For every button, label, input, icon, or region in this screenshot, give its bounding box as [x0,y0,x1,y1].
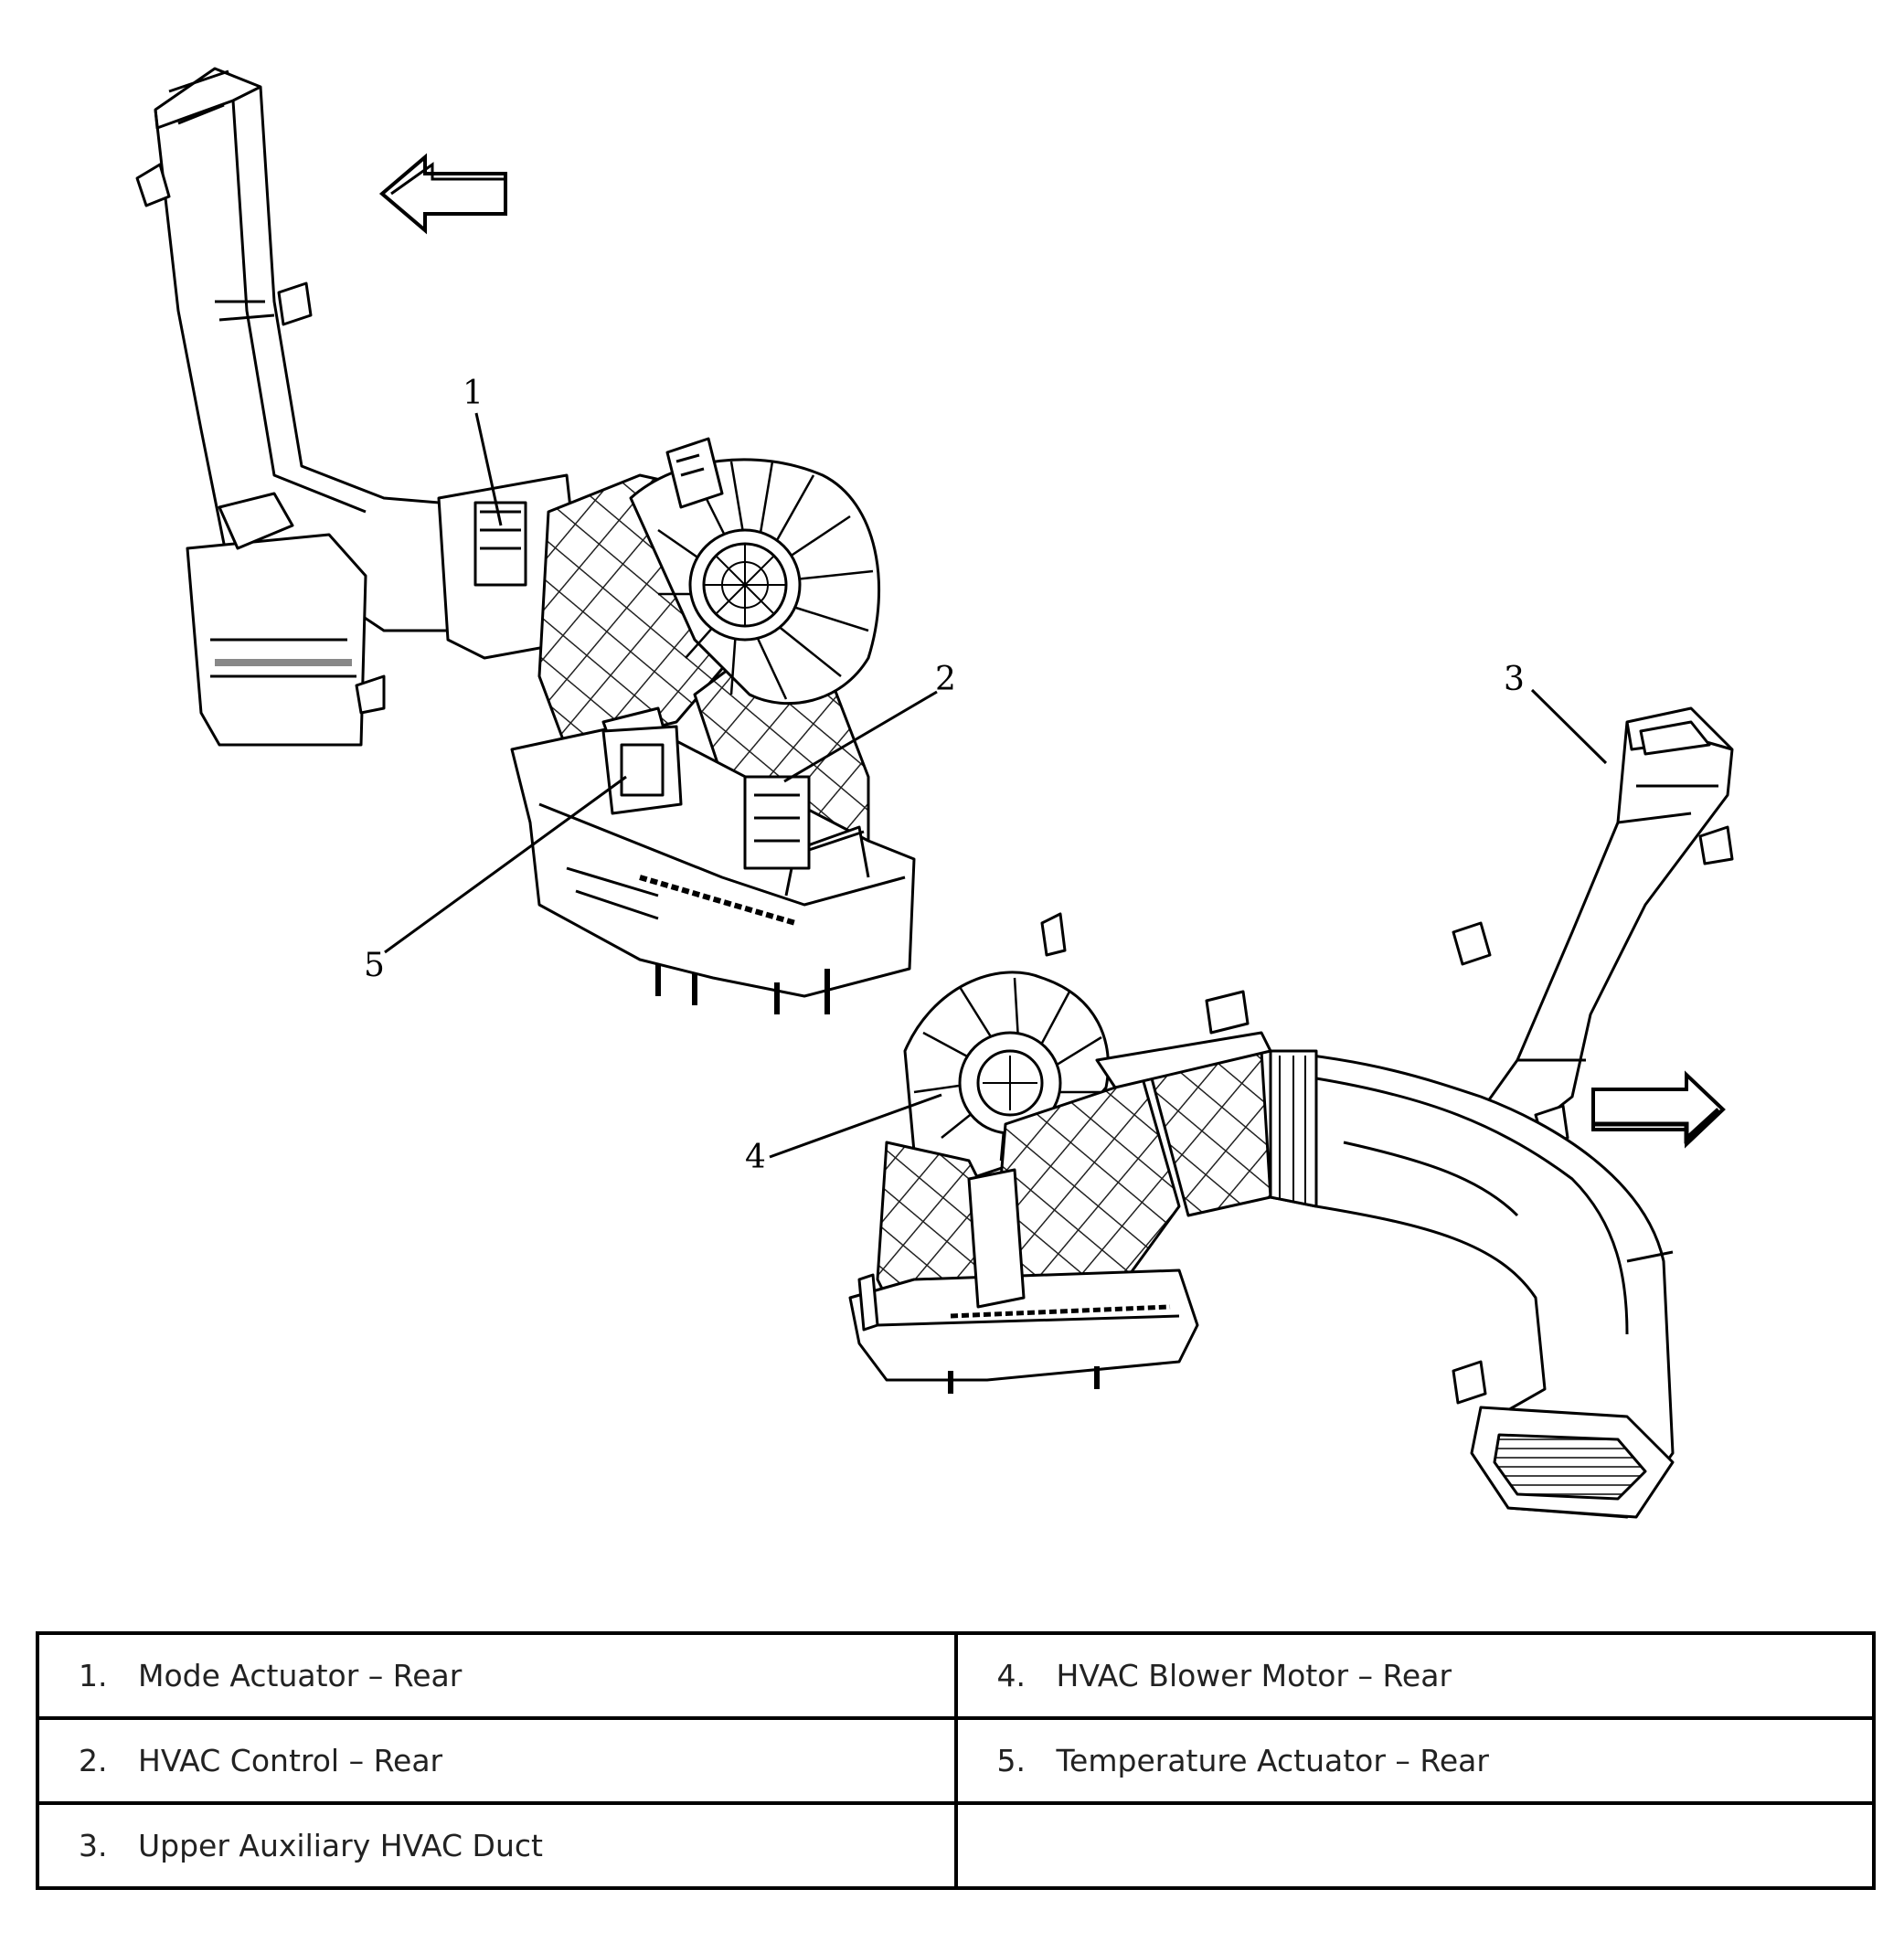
leader-line-5 [384,775,627,954]
callout-5: 5 [364,947,385,984]
leader-line-3 [1530,688,1608,765]
callout-3: 3 [1504,661,1525,698]
legend-cell: 5. Temperature Actuator – Rear [953,1716,1876,1805]
legend-label: Upper Auxiliary HVAC Duct [138,1828,543,1863]
legend-label: Temperature Actuator – Rear [1056,1743,1489,1778]
legend-number: 1. [79,1658,108,1693]
legend-cell: 4. HVAC Blower Motor – Rear [953,1631,1876,1720]
legend-number: 3. [79,1828,108,1863]
leader-line-2 [783,690,938,783]
leader-line-1 [474,412,503,526]
lower-hvac-assembly [848,706,1734,1519]
legend-cell: 1. Mode Actuator – Rear [36,1631,958,1720]
legend-number: 2. [79,1743,108,1778]
legend-cell-empty [953,1801,1876,1890]
callout-4: 4 [745,1139,766,1176]
legend-cell: 2. HVAC Control – Rear [36,1716,958,1805]
upper-hvac-assembly [135,67,916,1014]
legend-number: 4. [996,1658,1026,1693]
legend-row: 1. Mode Actuator – Rear 4. HVAC Blower Mot… [36,1631,1876,1720]
legend-label: HVAC Blower Motor – Rear [1056,1658,1452,1693]
arrow-left-icon [378,153,507,235]
arrow-right-icon [1591,1070,1726,1149]
legend-label: HVAC Control – Rear [138,1743,443,1778]
legend-row: 2. HVAC Control – Rear 5. Temperature Actu… [36,1716,1876,1805]
legend-table: 1. Mode Actuator – Rear 4. HVAC Blower Mot… [36,1631,1876,1890]
legend-cell: 3. Upper Auxiliary HVAC Duct [36,1801,958,1890]
callout-2: 2 [935,661,956,698]
hvac-assembly-diagram: 1 2 3 4 5 [135,67,1734,1519]
callout-1: 1 [463,375,484,412]
leader-line-4 [769,1093,942,1159]
legend-row: 3. Upper Auxiliary HVAC Duct [36,1801,1876,1890]
legend-number: 5. [996,1743,1026,1778]
lower-duct [1269,1049,1675,1519]
leader-lines [384,412,1608,1159]
legend-label: Mode Actuator – Rear [138,1658,463,1693]
